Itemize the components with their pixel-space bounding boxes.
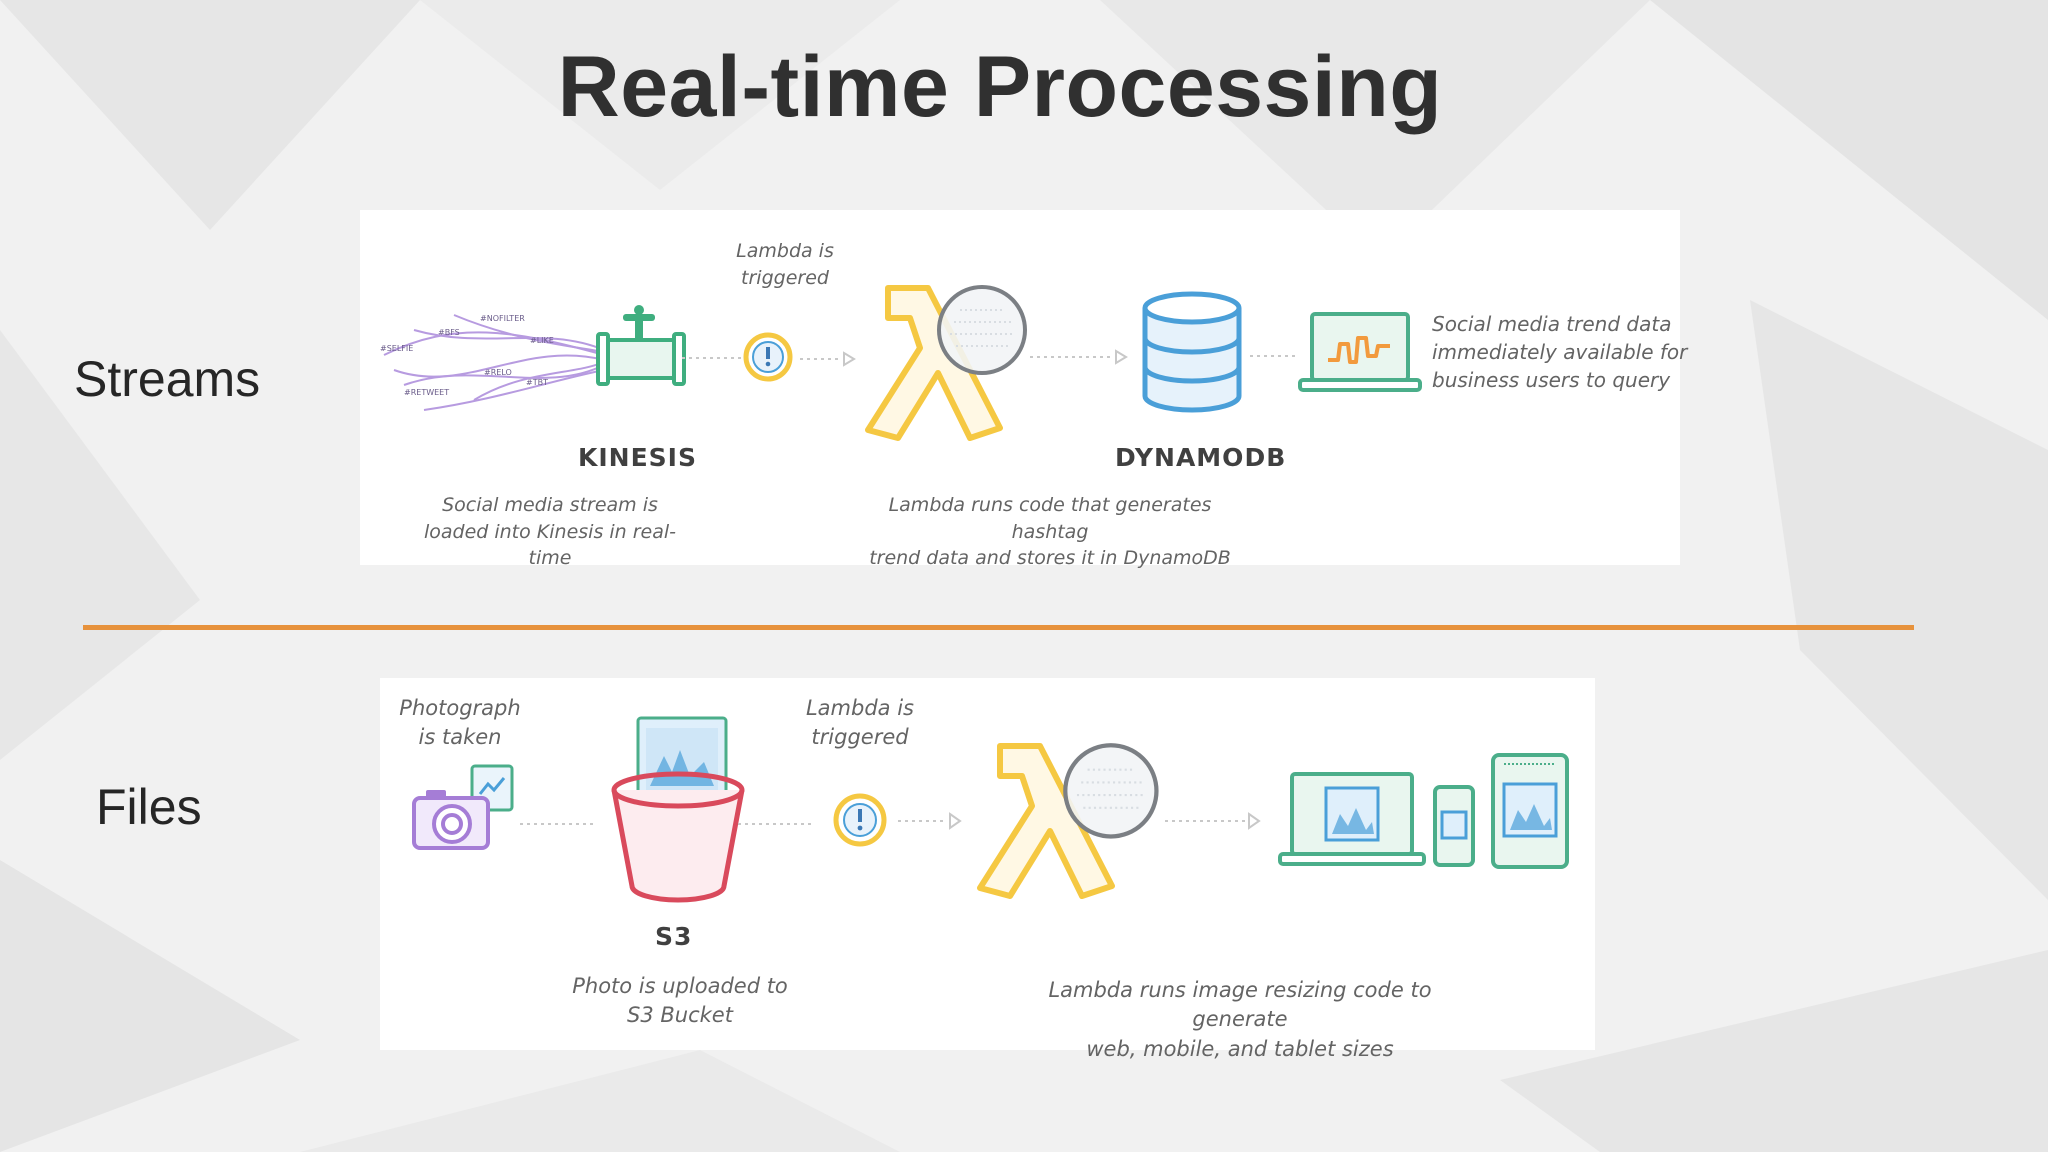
connector-dots (520, 823, 596, 825)
s3-service-label: S3 (655, 922, 693, 951)
lambda-caption: Lambda runs code that generates hashtag … (869, 494, 1231, 570)
stream-word: #LIKE (530, 336, 554, 345)
connector-dots (1250, 355, 1296, 357)
stream-word: #BFS (438, 328, 460, 337)
stream-word: #TBT (526, 378, 548, 387)
lambda-icon (865, 285, 1003, 441)
stream-word: #NOFILTER (480, 314, 525, 323)
bucket-icon (611, 716, 745, 903)
streams-row-label: Streams (74, 351, 261, 407)
streams-diagram-panel: #NOFILTER #BFS #SELFIE #LIKE #TBT #RELO … (360, 210, 1687, 569)
connector-dots (800, 351, 856, 367)
connector-dots (1165, 812, 1261, 830)
output-caption: Social media trend data immediately avai… (1432, 312, 1688, 392)
s3-caption: Photo is uploaded to S3 Bucket (572, 974, 788, 1028)
phone-icon (1433, 785, 1475, 867)
files-row-label: Files (96, 779, 202, 835)
tablet-icon (1491, 753, 1569, 869)
kinesis-service-label: KINESIS (578, 443, 697, 472)
kinesis-caption: Social media stream is loaded into Kines… (423, 494, 677, 570)
lambda-trigger-note: Lambda is triggered (736, 240, 834, 289)
laptop-icon (1298, 312, 1422, 392)
alert-icon (833, 793, 887, 847)
magnifier-icon (937, 285, 1027, 375)
laptop-icon (1278, 772, 1426, 866)
pipe-icon (383, 305, 686, 411)
lambda-icon (977, 743, 1115, 899)
stream-word: #RELO (484, 368, 512, 377)
camera-icon (412, 764, 514, 850)
dynamodb-service-label: DYNAMODB (1115, 443, 1287, 472)
stream-word: #RETWEET (404, 388, 450, 397)
photo-caption: Photograph is taken (399, 696, 521, 750)
lambda-trigger-note: Lambda is triggered (805, 696, 914, 750)
section-divider (83, 625, 1914, 630)
connector-dots (738, 823, 814, 825)
files-diagram-panel: Photograph is taken S3 Photo is uploaded… (380, 678, 1595, 1061)
connector-dots (898, 812, 962, 830)
stream-hashtag-words: #NOFILTER #BFS #SELFIE #LIKE #TBT #RELO … (380, 306, 610, 426)
stream-word: #SELFIE (380, 344, 414, 353)
database-icon (1142, 291, 1242, 413)
connector-dots (1030, 349, 1128, 365)
slide-title: Real-time Processing (557, 39, 1443, 135)
magnifier-icon (1063, 743, 1159, 839)
lambda-caption: Lambda runs image resizing code to gener… (1048, 978, 1432, 1061)
alert-icon (743, 332, 793, 382)
